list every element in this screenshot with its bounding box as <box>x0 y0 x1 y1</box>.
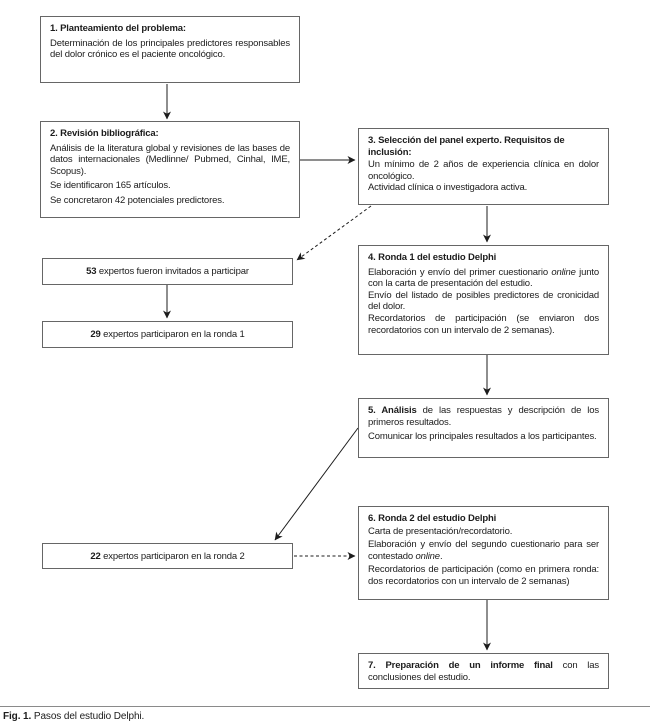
step3-box: 3. Selección del panel experto. Requisit… <box>358 128 609 205</box>
experts-round2-label: 22 expertos participaron en la ronda 2 <box>90 551 244 562</box>
step5-title: 5. Análisis <box>368 405 417 416</box>
experts-round2-count: 22 <box>90 550 101 562</box>
step5-box: 5. Análisis de las respuestas y descripc… <box>358 398 609 458</box>
step7-box: 7. Preparación de un informe final con l… <box>358 653 609 690</box>
step6-title: 6. Ronda 2 del estudio Delphi <box>368 513 497 524</box>
experts-round2-text: expertos participaron en la ronda 2 <box>100 550 245 562</box>
step2-title: 2. Revisión bibliográfica: <box>50 128 159 139</box>
step4-box: 4. Ronda 1 del estudio Delphi Elaboració… <box>358 245 609 355</box>
step2-box: 2. Revisión bibliográfica: Análisis de l… <box>40 121 300 218</box>
figure-caption: Fig. 1. Pasos del estudio Delphi. <box>3 711 144 723</box>
step7-text-rest: con las conclusiones del estudio. <box>368 660 599 683</box>
figure-caption-text: Pasos del estudio Delphi. <box>31 711 145 722</box>
step2-text-2: Se identificaron 165 artículos. <box>50 180 171 192</box>
step5-text-2: Comunicar los principales resultados a l… <box>368 431 597 443</box>
step2-text-3: Se concretaron 42 potenciales predictore… <box>50 194 225 206</box>
experts-round1-count: 29 <box>90 329 101 340</box>
step6-text-2c: . <box>439 550 443 562</box>
step6-text-2: Elaboración y envío del segundo cuestion… <box>368 539 599 562</box>
step3-title: 3. Selección del panel experto. Requisit… <box>368 135 565 158</box>
figure-caption-label: Fig. 1. <box>3 711 32 722</box>
experts-invited-box: 53 expertos fueron invitados a participa… <box>42 258 293 285</box>
step6-text-2a: Elaboración y envío del segundo cuestion… <box>368 539 599 562</box>
step3-text-1: Un mínimo de 2 años de experiencia clíni… <box>368 159 599 182</box>
experts-round2-box: 22 expertos participaron en la ronda 2 <box>42 543 293 569</box>
step7-text: 7. Preparación de un informe final con l… <box>368 660 599 683</box>
step6-text-1: Carta de presentación/recordatorio. <box>368 525 513 537</box>
step7-title: 7. Preparación de un informe final <box>368 660 553 671</box>
experts-invited-label: 53 expertos fueron invitados a participa… <box>86 266 249 277</box>
step4-text-3: Recordatorios de participación (se envia… <box>368 312 599 336</box>
experts-invited-count: 53 <box>86 266 97 277</box>
step1-title: 1. Planteamiento del problema: <box>50 23 186 34</box>
arrow-step5-to-round2 <box>274 427 359 541</box>
step4-text-2: Envío del listado de posibles predictore… <box>368 289 599 313</box>
step4-text-1a: Elaboración y envío del primer cuestiona… <box>368 266 552 278</box>
step4-text-1-online: online <box>551 266 576 278</box>
step3-text-2: Actividad clínica o investigadora activa… <box>368 182 528 194</box>
step5-title-rest: de las respuestas y descripción de los p… <box>368 405 599 428</box>
step4-title: 4. Ronda 1 del estudio Delphi <box>368 252 497 263</box>
step6-box: 6. Ronda 2 del estudio Delphi Carta de p… <box>358 506 609 600</box>
experts-round1-box: 29 expertos participaron en la ronda 1 <box>42 321 293 348</box>
step2-text-1: Análisis de la literatura global y revis… <box>50 142 290 177</box>
experts-round1-text: expertos participaron en la ronda 1 <box>100 329 245 340</box>
step1-text: Determinación de los principales predict… <box>50 37 290 61</box>
step1-box: 1. Planteamiento del problema: Determina… <box>40 16 300 83</box>
step4-text-1: Elaboración y envío del primer cuestiona… <box>368 267 599 290</box>
step6-text-2-online: online <box>415 550 440 562</box>
step5-text-1: 5. Análisis de las respuestas y descripc… <box>368 405 599 428</box>
step6-text-3: Recordatorios de participación (como en … <box>368 564 599 587</box>
caption-divider <box>0 706 650 707</box>
experts-round1-label: 29 expertos participaron en la ronda 1 <box>90 329 244 340</box>
step4-text-1c: junto con la carta de presentación del e… <box>368 266 599 290</box>
experts-invited-text: expertos fueron invitados a participar <box>96 266 249 277</box>
